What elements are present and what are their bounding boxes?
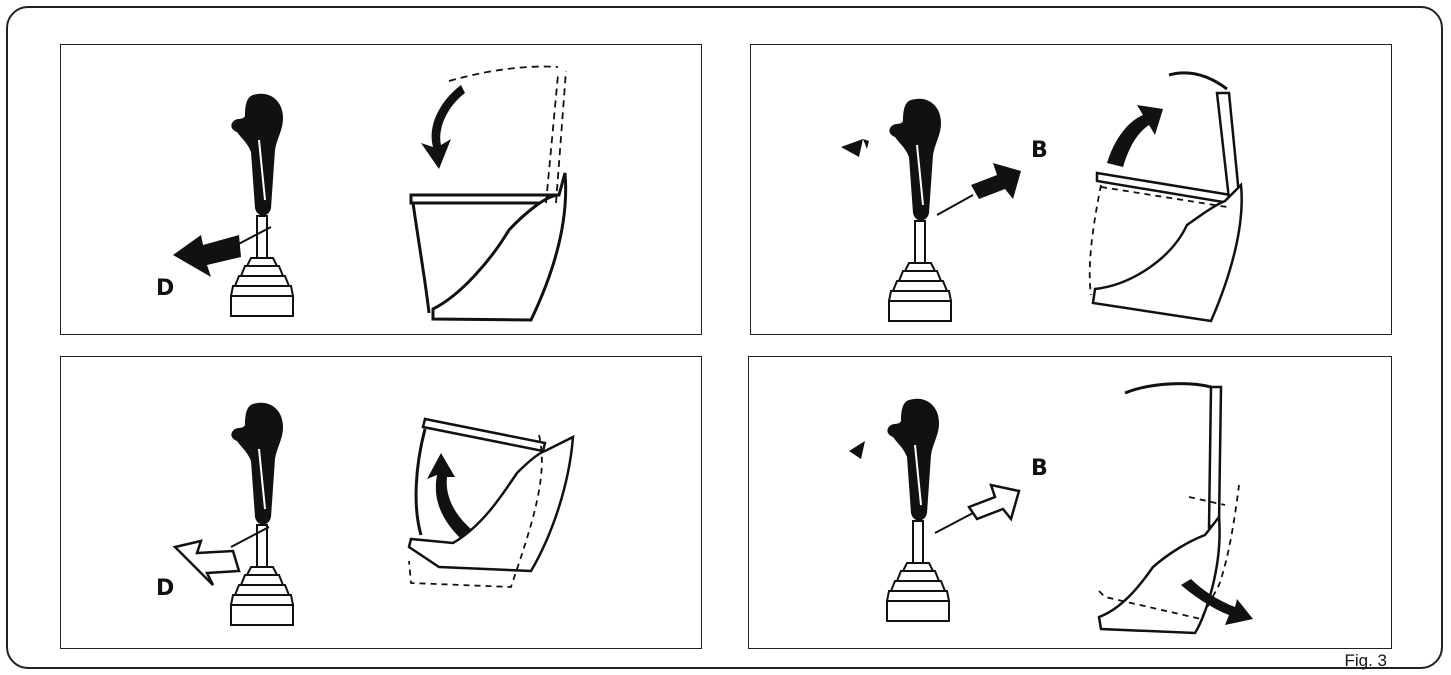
- knob-arrow-icon: [849, 441, 865, 459]
- panel-top-left: D: [60, 44, 702, 335]
- joystick-icon: [231, 403, 293, 625]
- knob-arrow-icon: [841, 139, 863, 157]
- arrow-d-icon: [173, 235, 241, 277]
- bucket-icon: [409, 419, 573, 587]
- letter-d-label: D: [156, 276, 174, 301]
- figure-caption: Fig. 3: [1344, 651, 1387, 671]
- joystick-icon: [887, 399, 949, 621]
- panel-bottom-right: B: [748, 356, 1392, 649]
- panel-bottom-left: D: [60, 356, 702, 649]
- bucket-icon: [1099, 384, 1239, 633]
- panel-top-right: B: [750, 44, 1392, 335]
- arrow-d-outline-icon: [175, 541, 239, 585]
- lever-direction-line: [935, 513, 973, 533]
- bucket-icon: [411, 67, 566, 320]
- bucket-icon: [1090, 73, 1242, 321]
- arrow-b-outline-icon: [969, 485, 1019, 519]
- curved-arrow-icon: [421, 85, 465, 169]
- letter-d-label: D: [156, 576, 174, 601]
- joystick-icon: [231, 94, 293, 316]
- arrow-b-icon: [971, 163, 1021, 199]
- joystick-icon: [889, 99, 951, 321]
- letter-b-label: B: [1031, 456, 1048, 481]
- letter-b-label: B: [1031, 138, 1048, 163]
- curved-arrow-icon: [427, 453, 471, 539]
- lever-direction-line: [937, 195, 973, 215]
- curved-arrow-icon: [1107, 105, 1163, 167]
